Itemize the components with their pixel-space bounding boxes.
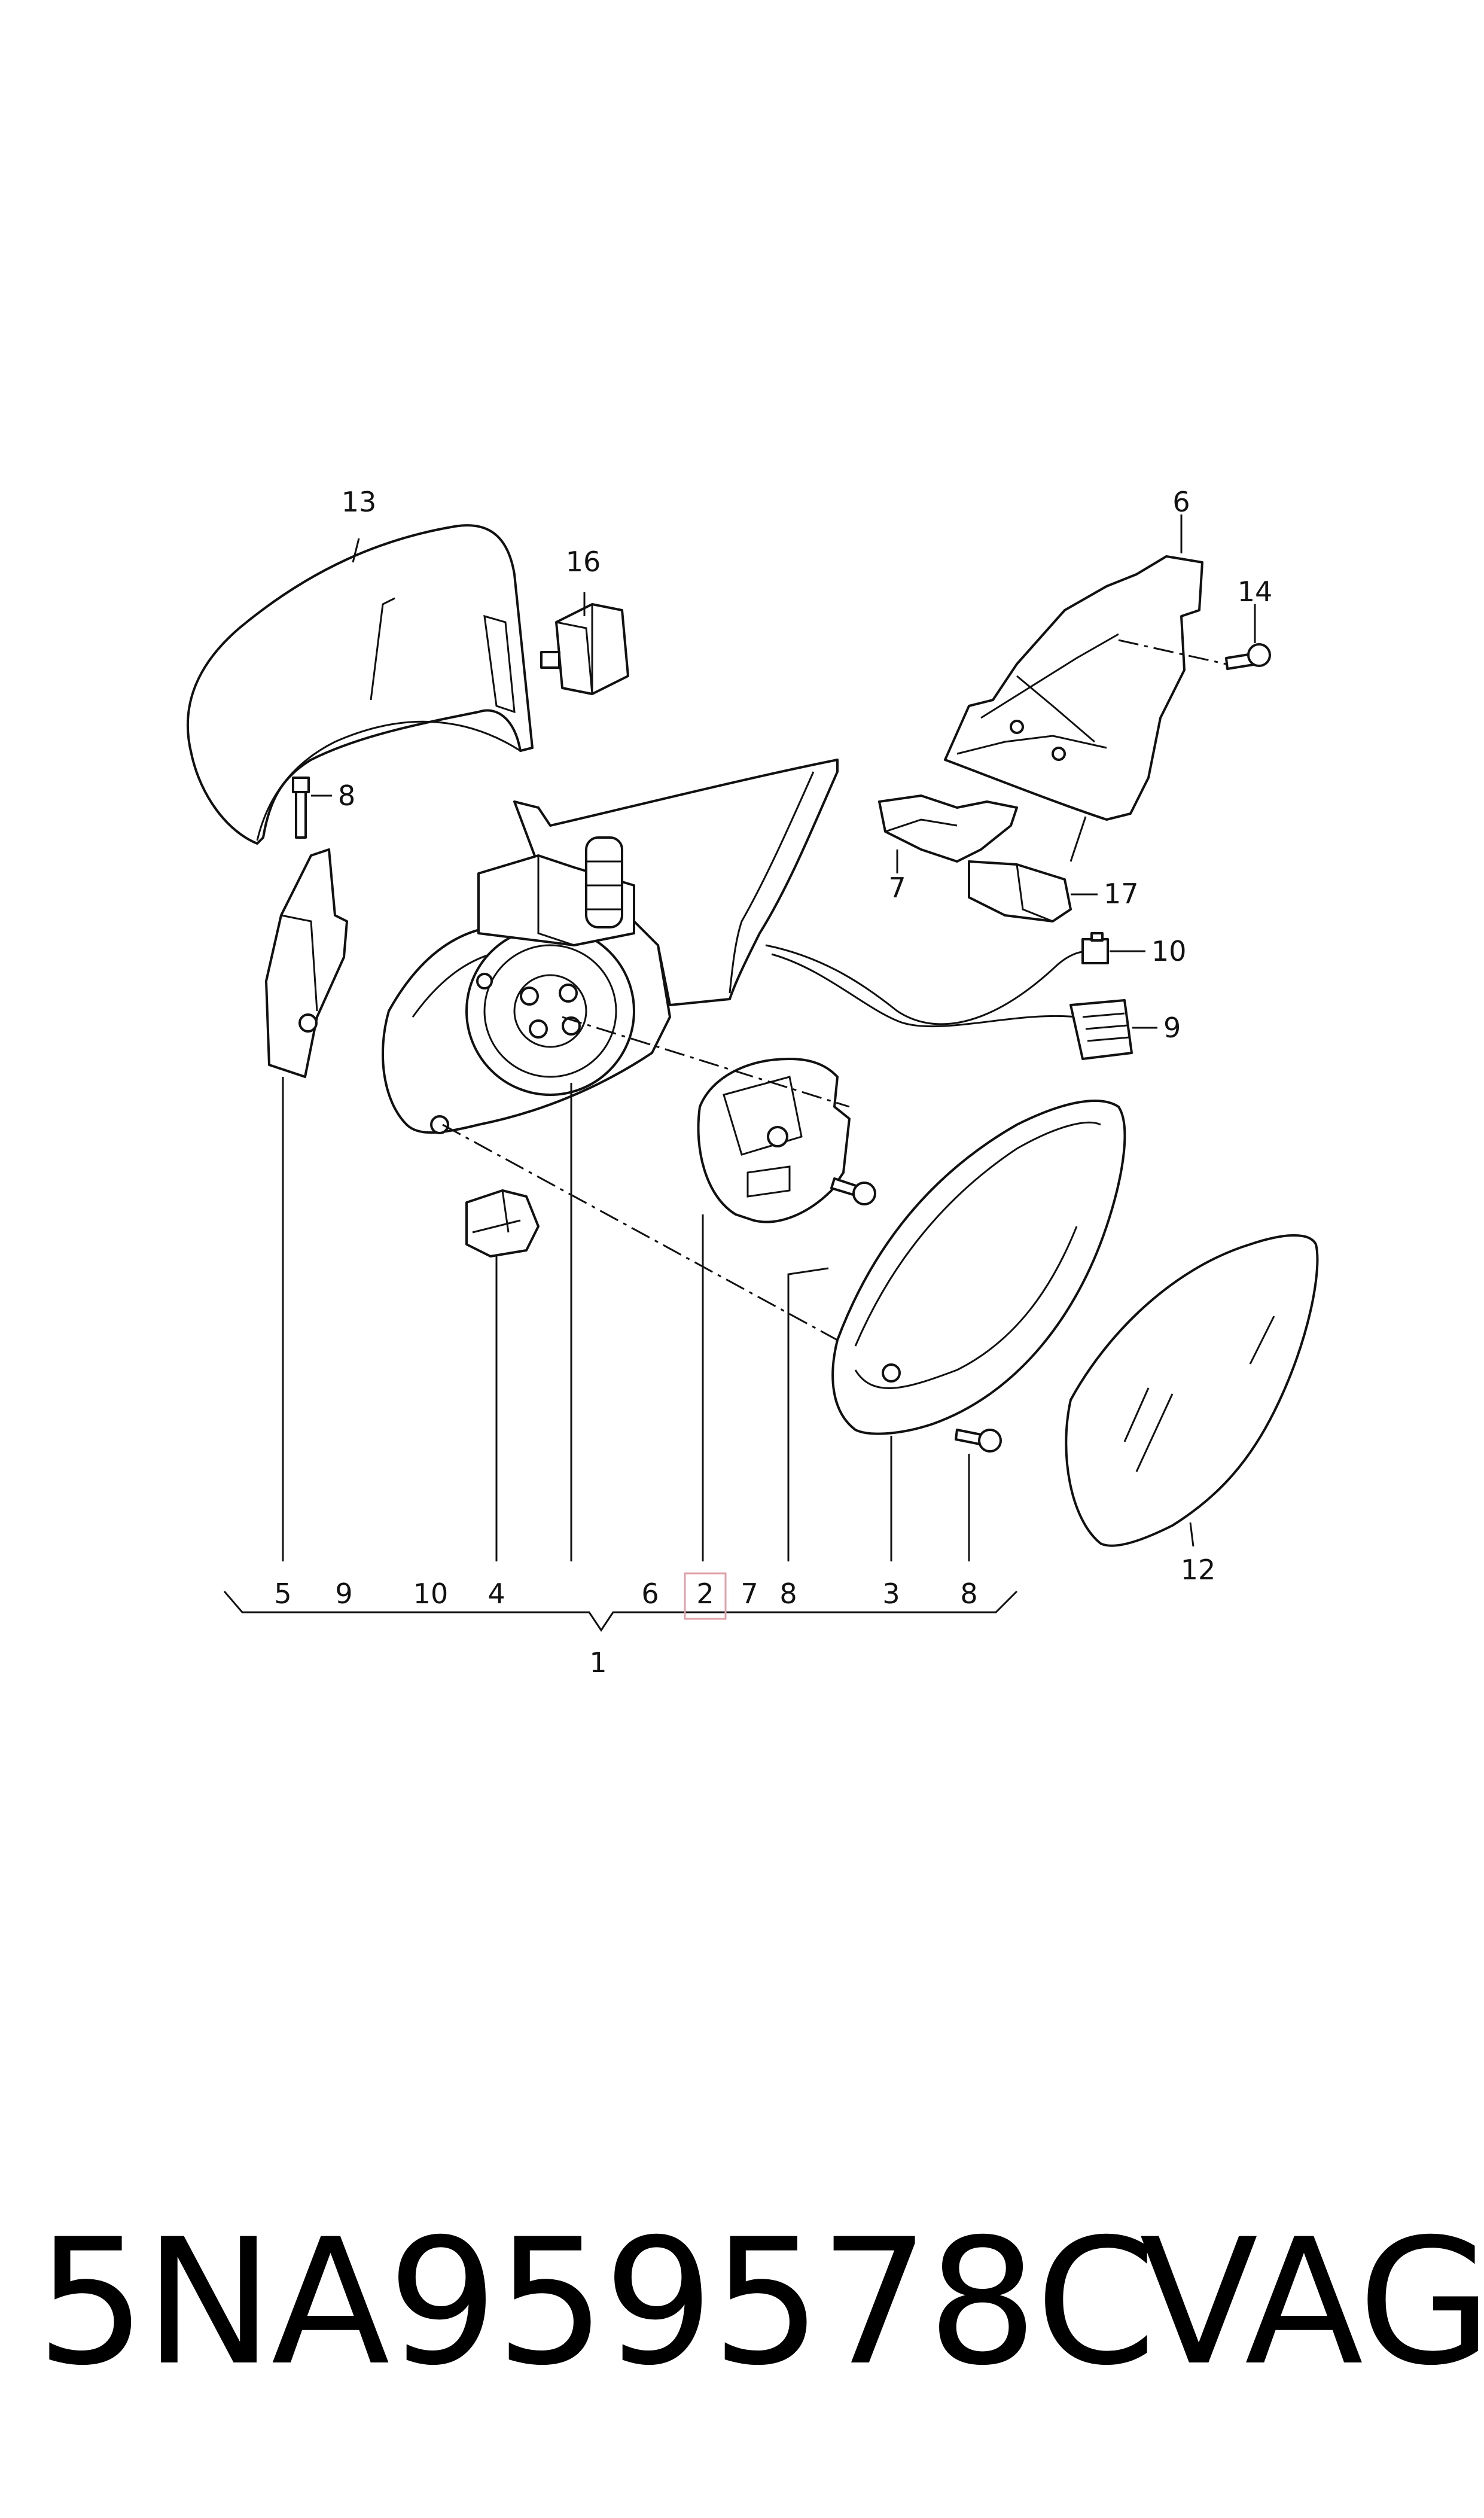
cable-harness	[765, 944, 1089, 1025]
part-14-screw[interactable]	[1225, 643, 1271, 670]
assembly-bracket	[223, 1590, 1018, 1632]
part-12-mirror-glass[interactable]	[1065, 1234, 1319, 1547]
footer: 5NA959578C VAG	[0, 2178, 1484, 2429]
part-16-control-module[interactable]	[540, 603, 629, 695]
part-13-mirror-cap[interactable]	[186, 524, 534, 845]
label-7-mid: 7	[888, 872, 906, 904]
label-14: 14	[1238, 576, 1273, 608]
bottom-label-8a: 8	[779, 1578, 797, 1610]
part-10-connector[interactable]	[1081, 932, 1109, 964]
label-13: 13	[342, 486, 377, 518]
assembly-axis-3	[1118, 639, 1227, 665]
part-1-mirror-assembly[interactable]	[382, 759, 839, 1134]
leader-lines	[282, 514, 1256, 1561]
bottom-label-5: 5	[274, 1578, 291, 1610]
bottom-label-7: 7	[741, 1578, 758, 1610]
exploded-parts-diagram: 13 16 6 14 8 7 17 10 9 12 5 9 10 4 6 2 7…	[186, 486, 1319, 1679]
label-10-right: 10	[1151, 935, 1187, 967]
part-8-screw-lower[interactable]	[955, 1429, 1002, 1453]
label-16: 16	[566, 546, 601, 578]
highlight-box	[684, 1572, 727, 1620]
bottom-label-4: 4	[487, 1578, 505, 1610]
part-4-module[interactable]	[465, 1189, 540, 1258]
part-8-screw-center[interactable]	[830, 1177, 876, 1205]
assembly-label-1: 1	[589, 1646, 607, 1679]
bottom-label-10: 10	[413, 1578, 449, 1610]
part-6-mounting-bracket[interactable]	[944, 555, 1203, 821]
cable-harness-lower	[771, 953, 1077, 1028]
assembly-axis-1	[562, 1016, 850, 1108]
part-17-light-unit[interactable]	[968, 860, 1072, 922]
part-9-connector[interactable]	[1069, 999, 1133, 1060]
label-17: 17	[1104, 878, 1139, 910]
bottom-label-6: 6	[641, 1578, 659, 1610]
brand-name: VAG	[1139, 2202, 1484, 2404]
bottom-label-2: 2	[696, 1578, 714, 1610]
part-number: 5NA959578C	[36, 2202, 1156, 2404]
part-7-cover[interactable]	[878, 794, 1018, 863]
assembly-axis-2	[442, 1123, 838, 1341]
part-2-adjustment-plate[interactable]	[697, 1058, 851, 1223]
part-3-glass-carrier[interactable]	[831, 1100, 1126, 1435]
bottom-label-9: 9	[335, 1578, 352, 1610]
part-5-bracket[interactable]	[265, 848, 348, 1078]
label-8-top: 8	[338, 780, 355, 812]
label-6-top: 6	[1172, 486, 1190, 518]
part-8-screw-left[interactable]	[292, 777, 310, 839]
bottom-label-8b: 8	[960, 1578, 977, 1610]
label-12: 12	[1181, 1554, 1216, 1586]
label-9-right: 9	[1163, 1012, 1181, 1044]
bottom-label-3: 3	[882, 1578, 900, 1610]
